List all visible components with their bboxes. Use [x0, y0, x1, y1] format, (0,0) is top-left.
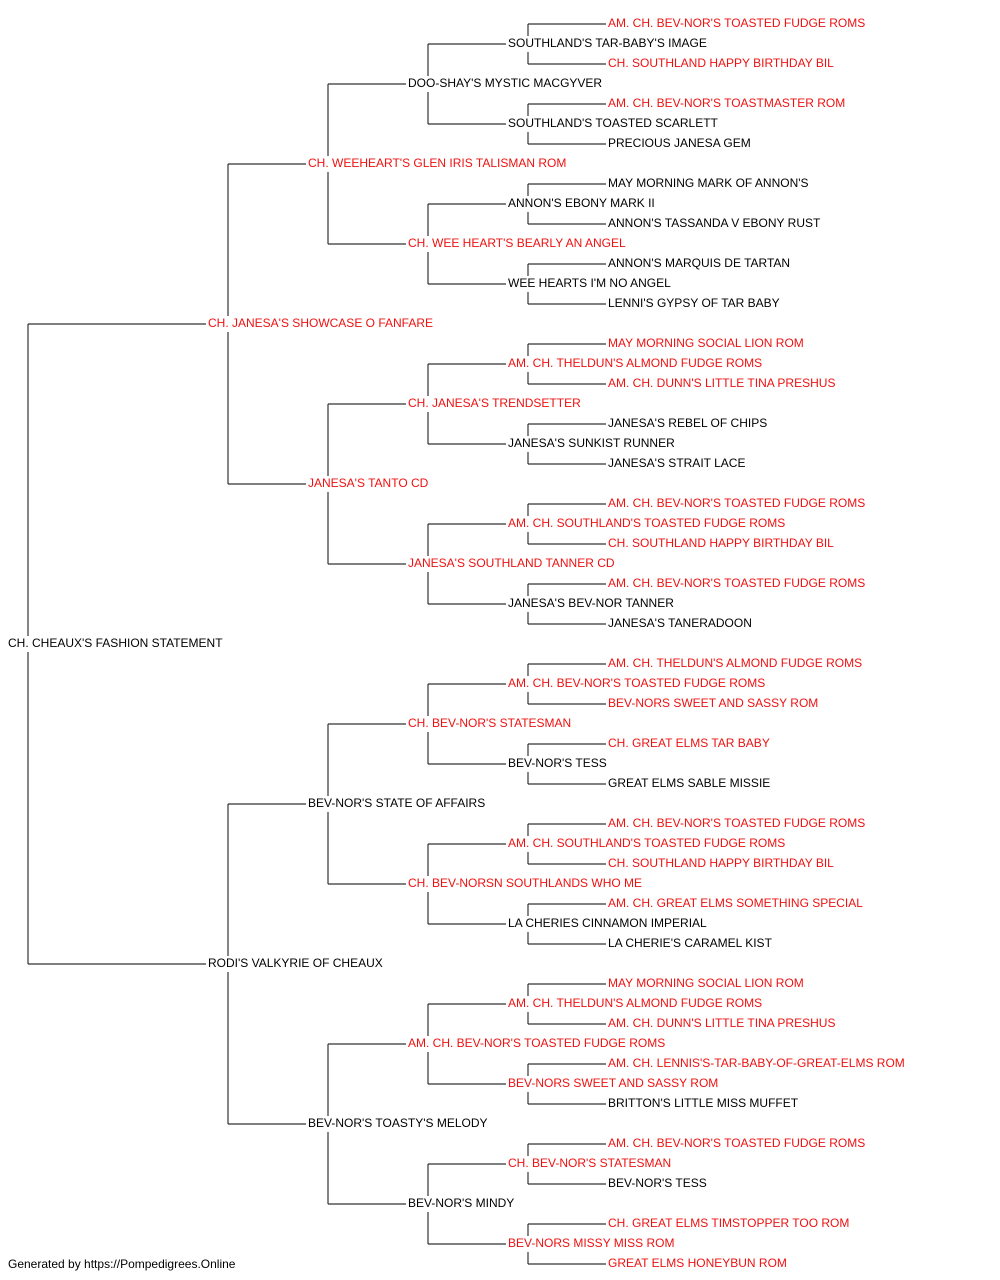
pedigree-labels: CH. CHEAUX'S FASHION STATEMENT CH. JANESA… — [8, 16, 905, 1270]
ancestor-name-gen5-24[interactable]: MAY MORNING SOCIAL LION ROM — [608, 976, 804, 990]
ancestor-name-gen5-6[interactable]: ANNON'S MARQUIS DE TARTAN — [608, 256, 790, 270]
ancestor-name-gen4-2[interactable]: ANNON'S EBONY MARK II — [508, 196, 655, 210]
ancestor-name-gen5-4[interactable]: MAY MORNING MARK OF ANNON'S — [608, 176, 809, 190]
ancestor-name-gen3-7[interactable]: BEV-NOR'S MINDY — [408, 1196, 514, 1210]
ancestor-name-gen4-7[interactable]: JANESA'S BEV-NOR TANNER — [508, 596, 674, 610]
ancestor-name-gen5-12[interactable]: AM. CH. BEV-NOR'S TOASTED FUDGE ROMS — [608, 496, 865, 510]
ancestor-name-gen4-14[interactable]: CH. BEV-NOR'S STATESMAN — [508, 1156, 671, 1170]
generated-by-footer: Generated by https://Pompedigrees.Online — [8, 1257, 236, 1271]
ancestor-name-gen5-22[interactable]: AM. CH. GREAT ELMS SOMETHING SPECIAL — [608, 896, 863, 910]
ancestor-name-gen5-19[interactable]: GREAT ELMS SABLE MISSIE — [608, 776, 770, 790]
ancestor-name-gen4-1[interactable]: SOUTHLAND'S TOASTED SCARLETT — [508, 116, 719, 130]
ancestor-name-gen5-15[interactable]: JANESA'S TANERADOON — [608, 616, 752, 630]
ancestor-name-gen3-1[interactable]: CH. WEE HEART'S BEARLY AN ANGEL — [408, 236, 626, 250]
ancestor-name-gen4-12[interactable]: AM. CH. THELDUN'S ALMOND FUDGE ROMS — [508, 996, 762, 1010]
ancestor-name-gen4-4[interactable]: AM. CH. THELDUN'S ALMOND FUDGE ROMS — [508, 356, 762, 370]
ancestor-name-gen5-21[interactable]: CH. SOUTHLAND HAPPY BIRTHDAY BIL — [608, 856, 834, 870]
ancestor-name-gen3-4[interactable]: CH. BEV-NOR'S STATESMAN — [408, 716, 571, 730]
ancestor-name-gen5-14[interactable]: AM. CH. BEV-NOR'S TOASTED FUDGE ROMS — [608, 576, 865, 590]
ancestor-name-gen4-3[interactable]: WEE HEARTS I'M NO ANGEL — [508, 276, 671, 290]
ancestor-name-gen4-9[interactable]: BEV-NOR'S TESS — [508, 756, 607, 770]
ancestor-name-gen2-2[interactable]: BEV-NOR'S STATE OF AFFAIRS — [308, 796, 485, 810]
ancestor-name-gen5-11[interactable]: JANESA'S STRAIT LACE — [608, 456, 745, 470]
ancestor-name-gen5-1[interactable]: CH. SOUTHLAND HAPPY BIRTHDAY BIL — [608, 56, 834, 70]
ancestor-name-gen5-10[interactable]: JANESA'S REBEL OF CHIPS — [608, 416, 767, 430]
ancestor-name-gen5-3[interactable]: PRECIOUS JANESA GEM — [608, 136, 751, 150]
ancestor-name-gen2-1[interactable]: JANESA'S TANTO CD — [308, 476, 429, 490]
ancestor-name-gen3-6[interactable]: AM. CH. BEV-NOR'S TOASTED FUDGE ROMS — [408, 1036, 665, 1050]
ancestor-name-gen5-7[interactable]: LENNI'S GYPSY OF TAR BABY — [608, 296, 780, 310]
ancestor-name-gen3-3[interactable]: JANESA'S SOUTHLAND TANNER CD — [408, 556, 615, 570]
ancestor-name-gen4-15[interactable]: BEV-NORS MISSY MISS ROM — [508, 1236, 674, 1250]
ancestor-name-gen4-8[interactable]: AM. CH. BEV-NOR'S TOASTED FUDGE ROMS — [508, 676, 765, 690]
ancestor-name-gen5-23[interactable]: LA CHERIE'S CARAMEL KIST — [608, 936, 773, 950]
ancestor-name-gen5-27[interactable]: BRITTON'S LITTLE MISS MUFFET — [608, 1096, 799, 1110]
ancestor-name-gen5-25[interactable]: AM. CH. DUNN'S LITTLE TINA PRESHUS — [608, 1016, 835, 1030]
ancestor-name-gen3-0[interactable]: DOO-SHAY'S MYSTIC MACGYVER — [408, 76, 602, 90]
ancestor-name-gen5-5[interactable]: ANNON'S TASSANDA V EBONY RUST — [608, 216, 821, 230]
ancestor-name-gen5-28[interactable]: AM. CH. BEV-NOR'S TOASTED FUDGE ROMS — [608, 1136, 865, 1150]
ancestor-name-gen2-3[interactable]: BEV-NOR'S TOASTY'S MELODY — [308, 1116, 488, 1130]
ancestor-name-gen2-0[interactable]: CH. WEEHEART'S GLEN IRIS TALISMAN ROM — [308, 156, 566, 170]
ancestor-name-gen4-0[interactable]: SOUTHLAND'S TAR-BABY'S IMAGE — [508, 36, 707, 50]
ancestor-name-gen5-9[interactable]: AM. CH. DUNN'S LITTLE TINA PRESHUS — [608, 376, 835, 390]
ancestor-name-gen5-2[interactable]: AM. CH. BEV-NOR'S TOASTMASTER ROM — [608, 96, 845, 110]
ancestor-name-gen5-13[interactable]: CH. SOUTHLAND HAPPY BIRTHDAY BIL — [608, 536, 834, 550]
ancestor-name-gen5-0[interactable]: AM. CH. BEV-NOR'S TOASTED FUDGE ROMS — [608, 16, 865, 30]
ancestor-name-gen4-13[interactable]: BEV-NORS SWEET AND SASSY ROM — [508, 1076, 718, 1090]
ancestor-name-gen5-29[interactable]: BEV-NOR'S TESS — [608, 1176, 707, 1190]
ancestor-name-gen5-30[interactable]: CH. GREAT ELMS TIMSTOPPER TOO ROM — [608, 1216, 849, 1230]
ancestor-name-gen3-5[interactable]: CH. BEV-NORSN SOUTHLANDS WHO ME — [408, 876, 642, 890]
ancestor-name-gen5-26[interactable]: AM. CH. LENNIS'S-TAR-BABY-OF-GREAT-ELMS … — [608, 1056, 905, 1070]
pedigree-connectors — [27, 23, 606, 1265]
ancestor-name-gen4-10[interactable]: AM. CH. SOUTHLAND'S TOASTED FUDGE ROMS — [508, 836, 785, 850]
ancestor-name-gen5-31[interactable]: GREAT ELMS HONEYBUN ROM — [608, 1256, 787, 1270]
ancestor-name-gen4-5[interactable]: JANESA'S SUNKIST RUNNER — [508, 436, 675, 450]
ancestor-name-gen3-2[interactable]: CH. JANESA'S TRENDSETTER — [408, 396, 581, 410]
ancestor-name-gen5-8[interactable]: MAY MORNING SOCIAL LION ROM — [608, 336, 804, 350]
ancestor-name-gen4-6[interactable]: AM. CH. SOUTHLAND'S TOASTED FUDGE ROMS — [508, 516, 785, 530]
ancestor-name-gen5-17[interactable]: BEV-NORS SWEET AND SASSY ROM — [608, 696, 818, 710]
ancestor-name-gen5-16[interactable]: AM. CH. THELDUN'S ALMOND FUDGE ROMS — [608, 656, 862, 670]
ancestor-name-gen1-1[interactable]: RODI'S VALKYRIE OF CHEAUX — [208, 956, 383, 970]
subject-name[interactable]: CH. CHEAUX'S FASHION STATEMENT — [8, 636, 223, 650]
ancestor-name-gen1-0[interactable]: CH. JANESA'S SHOWCASE O FANFARE — [208, 316, 433, 330]
ancestor-name-gen4-11[interactable]: LA CHERIES CINNAMON IMPERIAL — [508, 916, 707, 930]
ancestor-name-gen5-18[interactable]: CH. GREAT ELMS TAR BABY — [608, 736, 770, 750]
ancestor-name-gen5-20[interactable]: AM. CH. BEV-NOR'S TOASTED FUDGE ROMS — [608, 816, 865, 830]
